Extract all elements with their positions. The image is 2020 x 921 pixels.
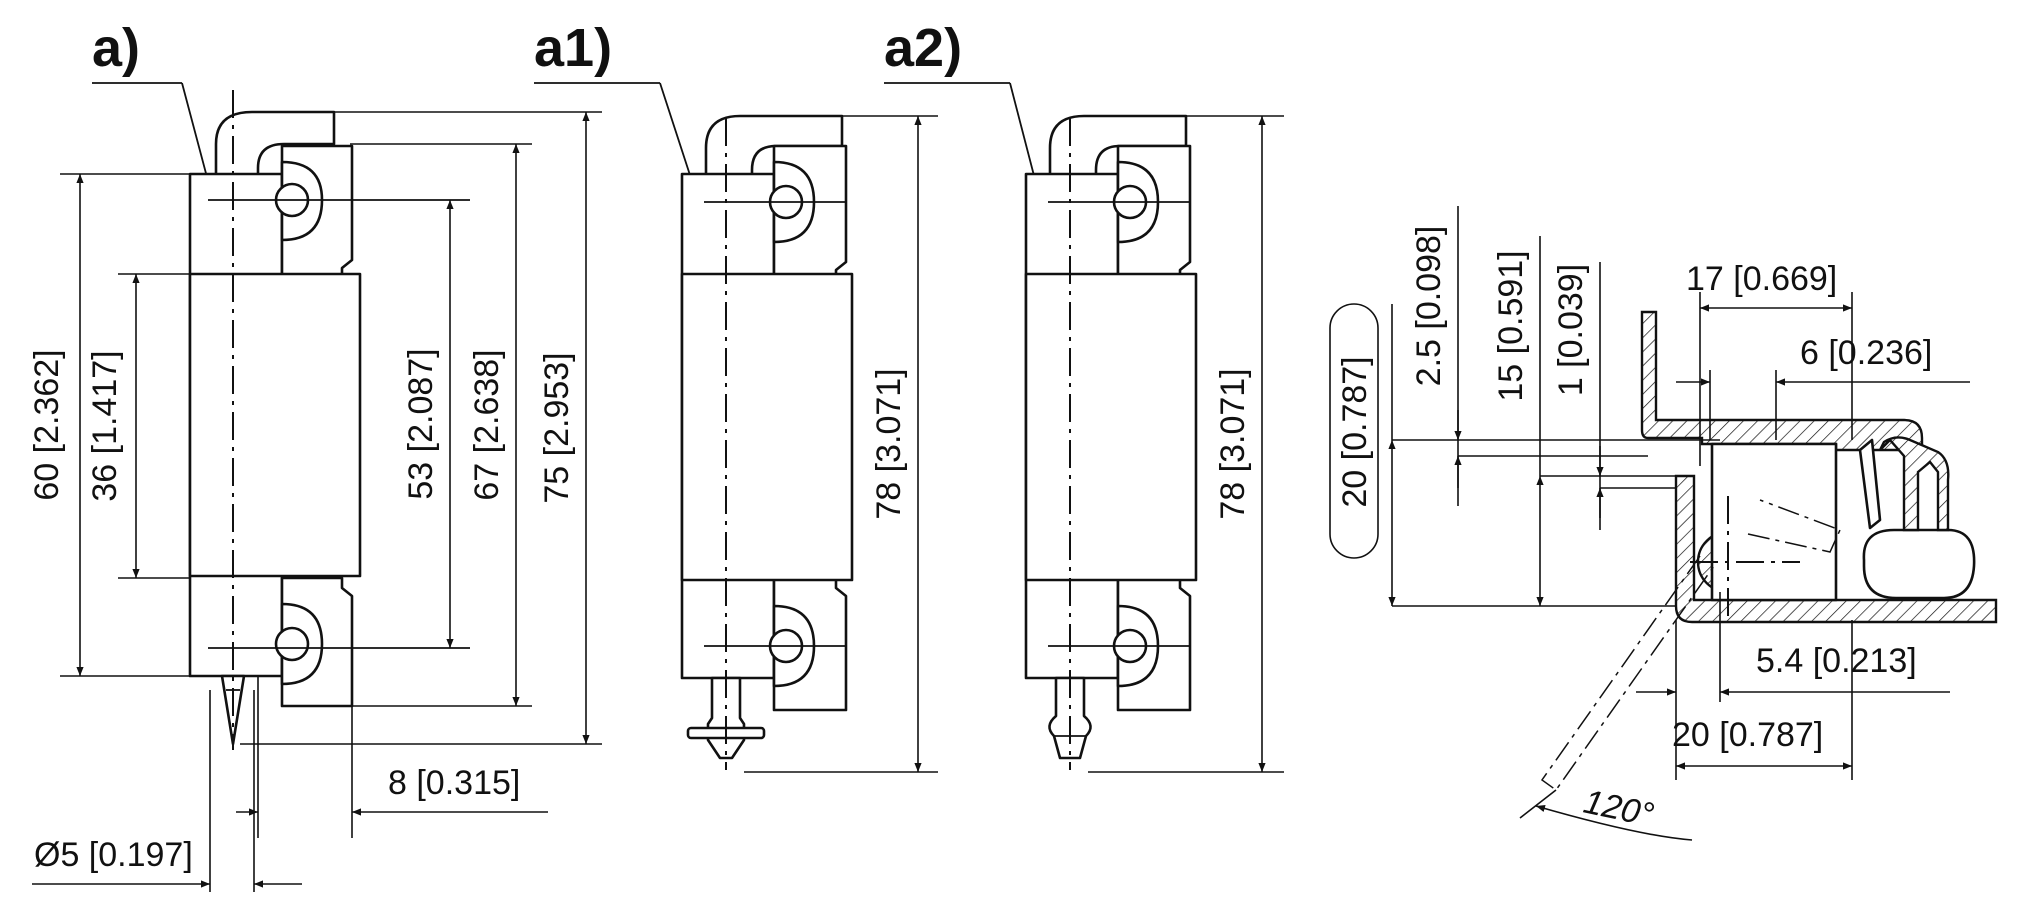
side-section-view: 17 [0.669] 6 [0.236] 2.5 [0.098] 15 [0.5… — [1329, 206, 1998, 841]
view-a-bottom-bore — [274, 602, 324, 686]
view-a1-label: a1) — [534, 18, 612, 78]
side-upper-profile — [1640, 310, 1924, 452]
dim-20v-text: 20 [0.787] — [1336, 356, 1374, 507]
dim-2-5-text: 2.5 [0.098] — [1410, 226, 1448, 387]
dim-a1-78-text: 78 [3.071] — [870, 368, 908, 519]
side-open-leaf-phantom — [1540, 555, 1715, 792]
side-housing — [1710, 442, 1838, 602]
view-a-top-bore — [274, 160, 324, 242]
view-a: a) — [28, 18, 602, 892]
view-a2-body — [1024, 272, 1198, 582]
dim-d5-text: Ø5 [0.197] — [34, 836, 193, 874]
dim-15-text: 15 [0.591] — [1492, 250, 1530, 401]
dim-67-text: 67 [2.638] — [468, 349, 506, 500]
side-seal — [1858, 438, 1882, 530]
view-a1-body — [680, 272, 854, 582]
view-a-body — [188, 272, 362, 578]
dim-angle-arc — [1535, 805, 1693, 841]
dim-75-text: 75 [2.953] — [538, 352, 576, 503]
dim-20h-text: 20 [0.787] — [1672, 716, 1823, 754]
view-a2-label: a2) — [884, 18, 962, 78]
dim-6-text: 6 [0.236] — [1800, 334, 1932, 372]
dim-8-text: 8 [0.315] — [388, 764, 520, 802]
side-open-leaf-phantom-2 — [1747, 499, 1842, 553]
view-a-top-lug — [214, 110, 336, 178]
view-a2: a2) 78 [3.071] — [884, 18, 1284, 773]
dim-53-text: 53 [2.087] — [402, 348, 440, 499]
dim-36-text: 36 [1.417] — [86, 350, 124, 501]
dim-60-text: 60 [2.362] — [28, 349, 66, 500]
dim-5-4-text: 5.4 [0.213] — [1756, 642, 1917, 680]
dim-angle-text: 120° — [1580, 783, 1657, 835]
view-a1: a1) 78 [3.071] — [534, 18, 938, 773]
view-a-label: a) — [92, 18, 140, 78]
dim-1-text: 1 [0.039] — [1552, 264, 1590, 396]
dim-17-text: 17 [0.669] — [1686, 260, 1837, 298]
side-seal-gasket — [1862, 528, 1976, 600]
dim-angle-extension — [1519, 789, 1557, 819]
dim-a2-78-text: 78 [3.071] — [1214, 368, 1252, 519]
side-seal-fins — [1878, 436, 1950, 532]
side-base-plate — [1674, 474, 1998, 624]
dim-20v-box — [1329, 303, 1379, 559]
